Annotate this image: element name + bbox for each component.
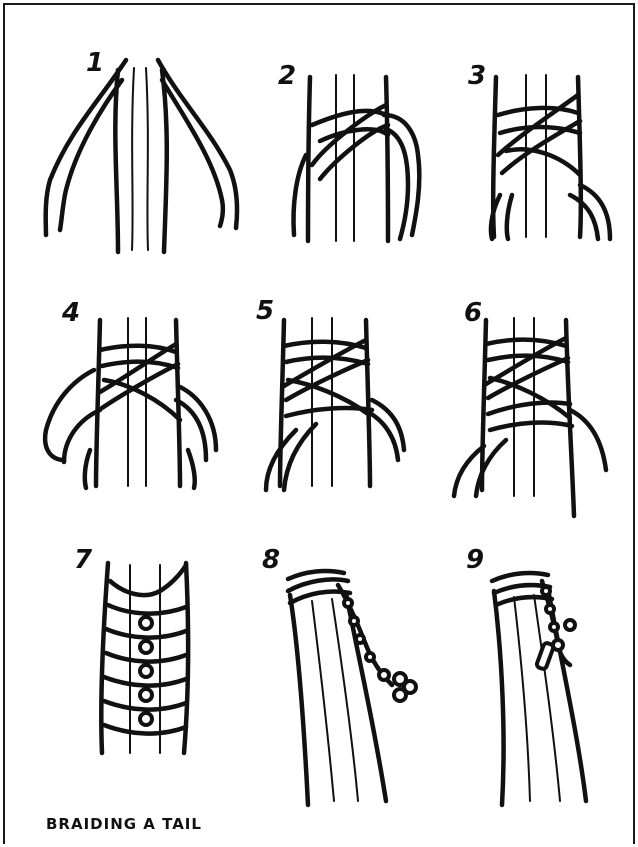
step-8-illustration: 8: [236, 545, 436, 795]
step-3-illustration: 3: [430, 55, 630, 305]
step-2-illustration: 2: [236, 55, 436, 305]
step-1-illustration: 1: [30, 40, 230, 290]
figure-caption: BRAIDING A TAIL: [46, 815, 202, 833]
step-6-illustration: 6: [430, 300, 630, 550]
step-5-illustration: 5: [236, 300, 436, 550]
step-4-illustration: 4: [30, 300, 230, 550]
step-7-illustration: 7: [30, 545, 230, 795]
step-9-illustration: 9: [430, 545, 630, 795]
